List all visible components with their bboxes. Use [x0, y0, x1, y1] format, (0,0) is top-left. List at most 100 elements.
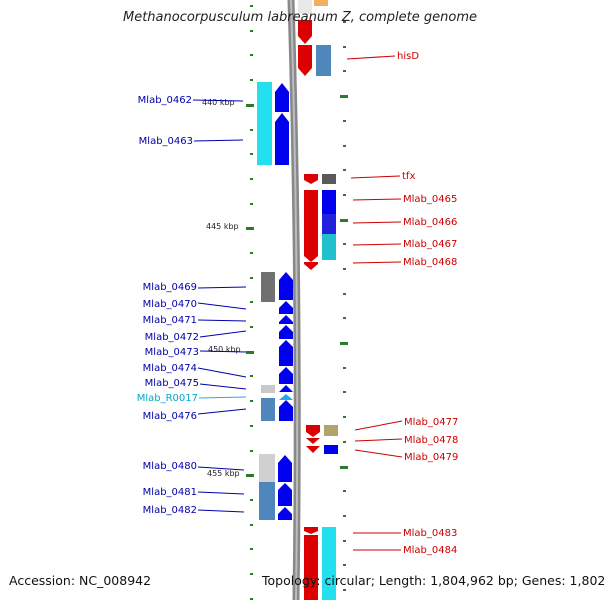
- minor-tick: [250, 252, 253, 254]
- gene-arrow-Mlab_0467: [304, 234, 318, 262]
- scale-label-445: 445 kbp: [206, 222, 239, 231]
- minor-tick: [250, 129, 253, 131]
- gene-arrow-hisD: [298, 45, 312, 76]
- leader-line-Mlab_0475: [199, 383, 247, 390]
- gene-arrow-Mlab_0479: [306, 446, 320, 453]
- leader-line-Mlab_0466: [352, 221, 402, 224]
- gene-arrow-Mlab_0480: [278, 455, 292, 482]
- leader-line-tfx: [350, 175, 401, 179]
- gene-label-Mlab_0475[interactable]: Mlab_0475: [145, 378, 199, 389]
- gene-box-Mlab_0465: [322, 190, 336, 214]
- gene-label-Mlab_0483[interactable]: Mlab_0483: [403, 528, 457, 539]
- minor-tick: [343, 70, 346, 72]
- leader-line-Mlab_0482: [197, 509, 245, 513]
- gene-label-Mlab_0472[interactable]: Mlab_0472: [145, 332, 199, 343]
- gene-box-Mlab_0466: [322, 214, 336, 234]
- leader-line-Mlab_0481: [197, 491, 245, 495]
- gene-label-Mlab_0468[interactable]: Mlab_0468: [403, 257, 457, 268]
- gene-label-Mlab_0481[interactable]: Mlab_0481: [143, 487, 197, 498]
- gene-box-Mlab_0484: [322, 527, 336, 600]
- minor-tick: [343, 441, 346, 443]
- gene-label-Mlab_0466[interactable]: Mlab_0466: [403, 217, 457, 228]
- leader-line-Mlab_0480: [197, 466, 245, 471]
- leader-line-Mlab_0477: [354, 420, 403, 431]
- gene-label-Mlab_0484[interactable]: Mlab_0484: [403, 545, 457, 556]
- gene-arrow: [298, 20, 312, 44]
- major-tick: [246, 227, 254, 230]
- minor-tick: [343, 317, 346, 319]
- minor-tick: [343, 589, 346, 591]
- gene-arrow-tfx: [304, 174, 318, 184]
- gene-box-tfx: [322, 174, 336, 184]
- major-tick: [246, 351, 254, 354]
- major-tick: [340, 95, 348, 98]
- gene-label-hisD[interactable]: hisD: [397, 51, 419, 62]
- minor-tick: [250, 598, 253, 600]
- major-tick: [340, 466, 348, 469]
- gene-label-Mlab_0471[interactable]: Mlab_0471: [143, 315, 197, 326]
- reverse-gene-labels: Mlab_0462 Mlab_0463 Mlab_0469 Mlab_0470 …: [137, 95, 247, 516]
- gene-box-Mlab_0479: [324, 445, 338, 454]
- minor-tick: [343, 120, 346, 122]
- minor-tick: [250, 524, 253, 526]
- minor-tick: [343, 540, 346, 542]
- gene-label-Mlab_0479[interactable]: Mlab_0479: [404, 452, 458, 463]
- leader-line-Mlab_0474: [197, 367, 247, 378]
- minor-tick: [250, 450, 253, 452]
- gene-box-Mlab_0467: [322, 234, 336, 260]
- minor-tick: [343, 194, 346, 196]
- gene-label-Mlab_R0017[interactable]: Mlab_R0017: [137, 393, 198, 404]
- minor-tick: [250, 54, 253, 56]
- gene-label-Mlab_0465[interactable]: Mlab_0465: [403, 194, 457, 205]
- gene-box-Mlab_0481: [259, 482, 275, 520]
- gene-arrow-Mlab_R0017: [279, 394, 293, 400]
- genome-backbone-highlight: [290, 0, 299, 600]
- gene-box-Mlab_0480: [259, 454, 275, 482]
- leader-line-Mlab_0473: [199, 350, 247, 353]
- gene-label-tfx[interactable]: tfx: [402, 171, 415, 182]
- minor-tick: [343, 145, 346, 147]
- gene-box-Mlab_0475: [261, 385, 275, 393]
- gene-label-Mlab_0478[interactable]: Mlab_0478: [404, 435, 458, 446]
- gene-label-Mlab_0476[interactable]: Mlab_0476: [143, 411, 197, 422]
- minor-tick: [343, 243, 346, 245]
- gene-label-Mlab_0477[interactable]: Mlab_0477: [404, 417, 458, 428]
- gene-arrow-Mlab_0462: [275, 83, 289, 112]
- minor-tick: [343, 293, 346, 295]
- minor-tick: [343, 21, 346, 23]
- gene-arrow-Mlab_0466: [304, 214, 318, 234]
- gene-label-Mlab_0463[interactable]: Mlab_0463: [139, 136, 193, 147]
- gene-arrow-Mlab_0482: [278, 507, 292, 520]
- minor-tick: [343, 515, 346, 517]
- gene-arrow-Mlab_0481: [278, 483, 292, 506]
- leader-line-Mlab_0465: [352, 198, 402, 201]
- leader-line-Mlab_0468: [352, 261, 402, 264]
- gene-label-Mlab_0467[interactable]: Mlab_0467: [403, 239, 457, 250]
- gene-arrow-Mlab_0463: [275, 113, 289, 165]
- gene-label-Mlab_0462[interactable]: Mlab_0462: [138, 95, 192, 106]
- minor-tick: [343, 169, 346, 171]
- gene-label-Mlab_0474[interactable]: Mlab_0474: [143, 363, 197, 374]
- gene-box-Mlab_0476: [261, 398, 275, 421]
- gene-label-Mlab_0480[interactable]: Mlab_0480: [143, 461, 197, 472]
- minor-tick: [343, 564, 346, 566]
- minor-tick: [343, 490, 346, 492]
- forward-gene-labels: hisD tfx Mlab_0465 Mlab_0466 Mlab_0467 M…: [346, 51, 458, 556]
- gene-label-Mlab_0473[interactable]: Mlab_0473: [145, 347, 199, 358]
- leader-line-Mlab_0471: [197, 319, 247, 322]
- accession-text: Accession: NC_008942: [9, 573, 152, 588]
- gene-arrow-Mlab_0472: [279, 325, 293, 339]
- scale-label-440: 440 kbp: [202, 98, 235, 107]
- gene-arrow-Mlab_0473: [279, 340, 293, 366]
- topology-text: Topology: circular; Length: 1,804,962 bp…: [262, 573, 605, 588]
- gene-label-Mlab_0469[interactable]: Mlab_0469: [143, 282, 197, 293]
- gene-box-Mlab_0469: [261, 272, 275, 302]
- gene-label-Mlab_0470[interactable]: Mlab_0470: [143, 299, 197, 310]
- minor-tick: [250, 203, 253, 205]
- gene-label-Mlab_0482[interactable]: Mlab_0482: [143, 505, 197, 516]
- scale-label-455: 455 kbp: [207, 469, 240, 478]
- minor-tick: [250, 400, 253, 402]
- leader-line-Mlab_0462: [192, 99, 244, 102]
- minor-tick: [250, 30, 253, 32]
